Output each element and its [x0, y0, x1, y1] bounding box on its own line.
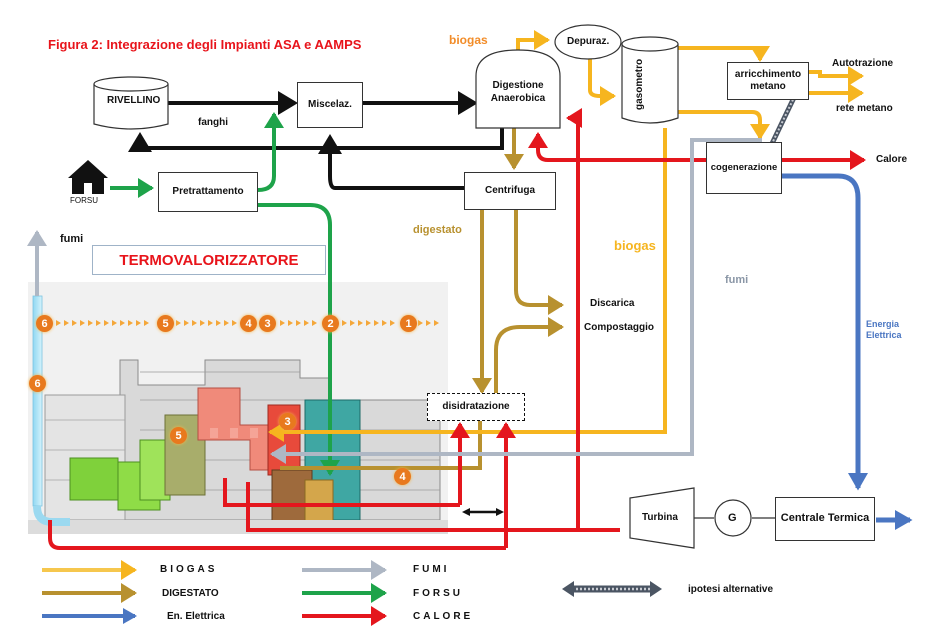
depuraz-ellipse: [554, 24, 622, 60]
label-autotrazione: Autotrazione: [832, 58, 894, 69]
energia-flows: [780, 173, 913, 530]
label-compostaggio: Compostaggio: [584, 322, 654, 333]
label-fanghi: fanghi: [198, 117, 228, 128]
digestato-flows: [280, 128, 564, 470]
plant-zone-marker: 6: [29, 375, 46, 392]
label-discarica: Discarica: [590, 298, 635, 309]
label-biogas-top: biogas: [449, 33, 488, 47]
label-forsu: FORSU: [70, 196, 98, 205]
node-cogenerazione: cogenerazione: [706, 142, 782, 194]
gasometro-tank: [621, 36, 679, 124]
fanghi-flows: [128, 91, 504, 190]
label-digestato: digestato: [413, 224, 462, 236]
legend-forsu: FORSU: [413, 588, 463, 599]
plant-zone-marker: 5: [170, 427, 187, 444]
plant-marker: 2: [322, 315, 339, 332]
node-generatore: G: [728, 512, 737, 524]
figure-title: Figura 2: Integrazione degli Impianti AS…: [48, 37, 362, 52]
turbina-shape: [629, 487, 695, 549]
plant-zone-marker: 4: [394, 468, 411, 485]
legend-fumi: FUMI: [413, 564, 450, 575]
label-fumi-mid: fumi: [725, 274, 749, 286]
plant-marker: 6: [36, 315, 53, 332]
label-rete-metano: rete metano: [836, 103, 893, 114]
plant-marker: 3: [259, 315, 276, 332]
plant-marker: 4: [240, 315, 257, 332]
calore-flows: [48, 108, 866, 550]
legend-calore: CALORE: [413, 611, 474, 622]
house-icon: [68, 160, 108, 194]
legend-digestato: DIGESTATO: [162, 588, 219, 599]
node-gasometro: gasometro: [634, 58, 645, 110]
plant-illustration: [28, 282, 448, 534]
generator-circle: [714, 499, 752, 537]
digestione-dome: [475, 49, 561, 129]
node-depuraz: Depuraz.: [567, 36, 610, 47]
plant-zone-marker: 3: [279, 413, 296, 430]
node-digestione: Digestione Anaerobica: [490, 80, 546, 104]
plant-marker: 5: [157, 315, 174, 332]
label-fumi-left: fumi: [60, 233, 84, 245]
plant-title: TERMOVALORIZZATORE: [92, 245, 326, 275]
node-arricchimento: arricchimento metano: [727, 62, 809, 100]
legend-biogas: BIOGAS: [160, 564, 218, 575]
plant-dots: [56, 320, 439, 326]
rivellino-tank: [93, 76, 169, 130]
legend-swatches: [42, 560, 662, 626]
forsu-flows: [110, 112, 340, 476]
plant-marker: 1: [400, 315, 417, 332]
node-disidratazione: disidratazione: [427, 393, 525, 421]
biogas-flows: [268, 30, 864, 442]
label-energia-elettrica: Energia Elettrica: [866, 319, 902, 340]
label-biogas-mid: biogas: [614, 238, 656, 253]
legend-alternative: ipotesi alternative: [688, 584, 774, 595]
legend-en-elettrica: En. Elettrica: [167, 611, 225, 622]
node-miscelaz: Miscelaz.: [297, 82, 363, 128]
node-centrale: Centrale Termica: [775, 497, 875, 541]
node-rivellino: RIVELLINO: [107, 95, 161, 106]
node-turbina: Turbina: [642, 512, 678, 523]
node-pretrattamento: Pretrattamento: [158, 172, 258, 212]
label-calore: Calore: [876, 154, 908, 165]
node-centrifuga: Centrifuga: [464, 172, 556, 210]
